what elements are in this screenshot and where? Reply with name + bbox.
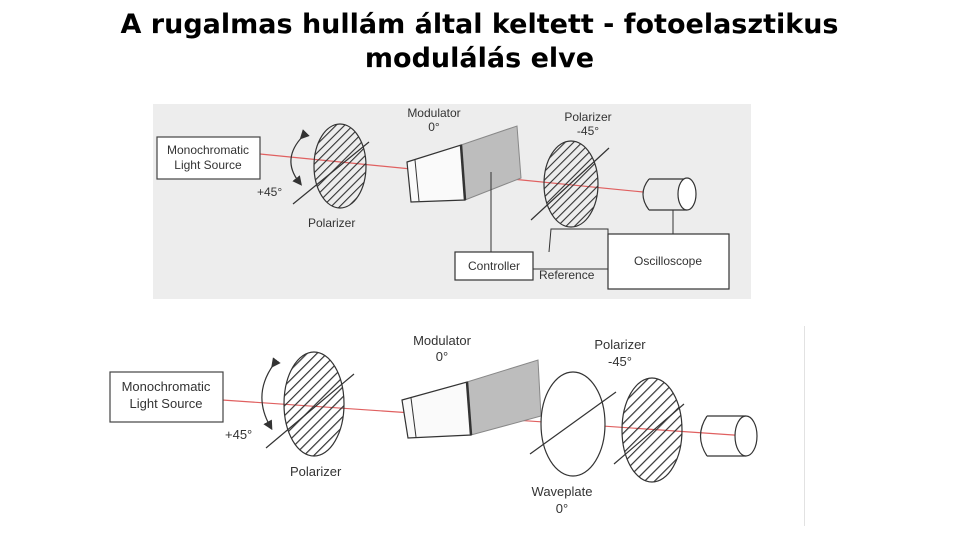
- polarizer-2-disk: [543, 140, 599, 228]
- polarizer-1-disk: [283, 351, 345, 457]
- detector-face: [677, 177, 697, 211]
- waveplate-label: Waveplate: [532, 484, 593, 499]
- modulator-frame-edge: [459, 144, 467, 201]
- title-line-2: modulálás elve: [364, 43, 595, 74]
- modulator-angle: 0°: [436, 349, 448, 364]
- polarizer-2-label: Polarizer: [564, 110, 611, 124]
- polarizer-1-axis: [292, 141, 370, 205]
- light-source-label-1: Monochromatic: [122, 379, 211, 394]
- polarizer-1-label: Polarizer: [290, 464, 342, 479]
- modulator-body: [466, 359, 542, 436]
- light-source-label-1: Monochromatic: [167, 143, 249, 157]
- oscilloscope-box: [607, 233, 730, 290]
- controller-label: Controller: [468, 259, 520, 273]
- bottom-diagram-panel: Monochromatic Light Source +45° Polarize…: [106, 326, 805, 526]
- polarizer-2-angle: -45°: [608, 354, 632, 369]
- top-diagram: Monochromatic Light Source +45° Polarize…: [156, 106, 730, 290]
- light-source-box: [156, 136, 261, 180]
- reference-label: Reference: [539, 268, 595, 282]
- modulator-label: Modulator: [407, 106, 460, 120]
- rotation-arrow: [261, 357, 281, 431]
- light-source-label-2: Light Source: [130, 396, 203, 411]
- modulator-frame-inner: [410, 397, 417, 438]
- polarizer-2-axis: [530, 147, 610, 221]
- angle-label: +45°: [225, 427, 252, 442]
- modulator-frame-inner: [414, 159, 420, 202]
- polarizer-1-label: Polarizer: [308, 216, 355, 230]
- polarizer-2-angle: -45°: [577, 124, 599, 138]
- polarizer-1-axis: [265, 373, 355, 449]
- detector-face: [734, 415, 758, 457]
- detector: [642, 178, 687, 211]
- controller-box: [454, 251, 534, 281]
- modulator-angle: 0°: [428, 120, 440, 134]
- page-title: A rugalmas hullám által keltett - fotoel…: [0, 8, 959, 76]
- modulator-frame: [406, 144, 466, 203]
- wire-polarizer-oscilloscope: [548, 228, 609, 253]
- waveplate-angle: 0°: [556, 501, 568, 516]
- polarizer-2-label: Polarizer: [594, 337, 646, 352]
- angle-label: +45°: [257, 185, 282, 199]
- title-line-1: A rugalmas hullám által keltett - fotoel…: [120, 9, 839, 40]
- light-source-box: [109, 371, 224, 423]
- light-source-label-2: Light Source: [174, 158, 242, 172]
- waveplate-axis: [529, 391, 617, 455]
- top-diagram-panel: Monochromatic Light Source +45° Polarize…: [153, 104, 751, 299]
- oscilloscope-label: Oscilloscope: [634, 254, 702, 268]
- polarizer-2-axis: [613, 403, 685, 465]
- modulator-label: Modulator: [413, 333, 471, 348]
- detector: [699, 415, 746, 457]
- modulator-frame-edge: [465, 381, 473, 436]
- bottom-diagram: Monochromatic Light Source +45° Polarize…: [109, 333, 758, 516]
- rotation-arrow: [290, 129, 310, 186]
- polarizer-2-disk: [621, 377, 683, 483]
- waveplate-disk: [540, 371, 606, 477]
